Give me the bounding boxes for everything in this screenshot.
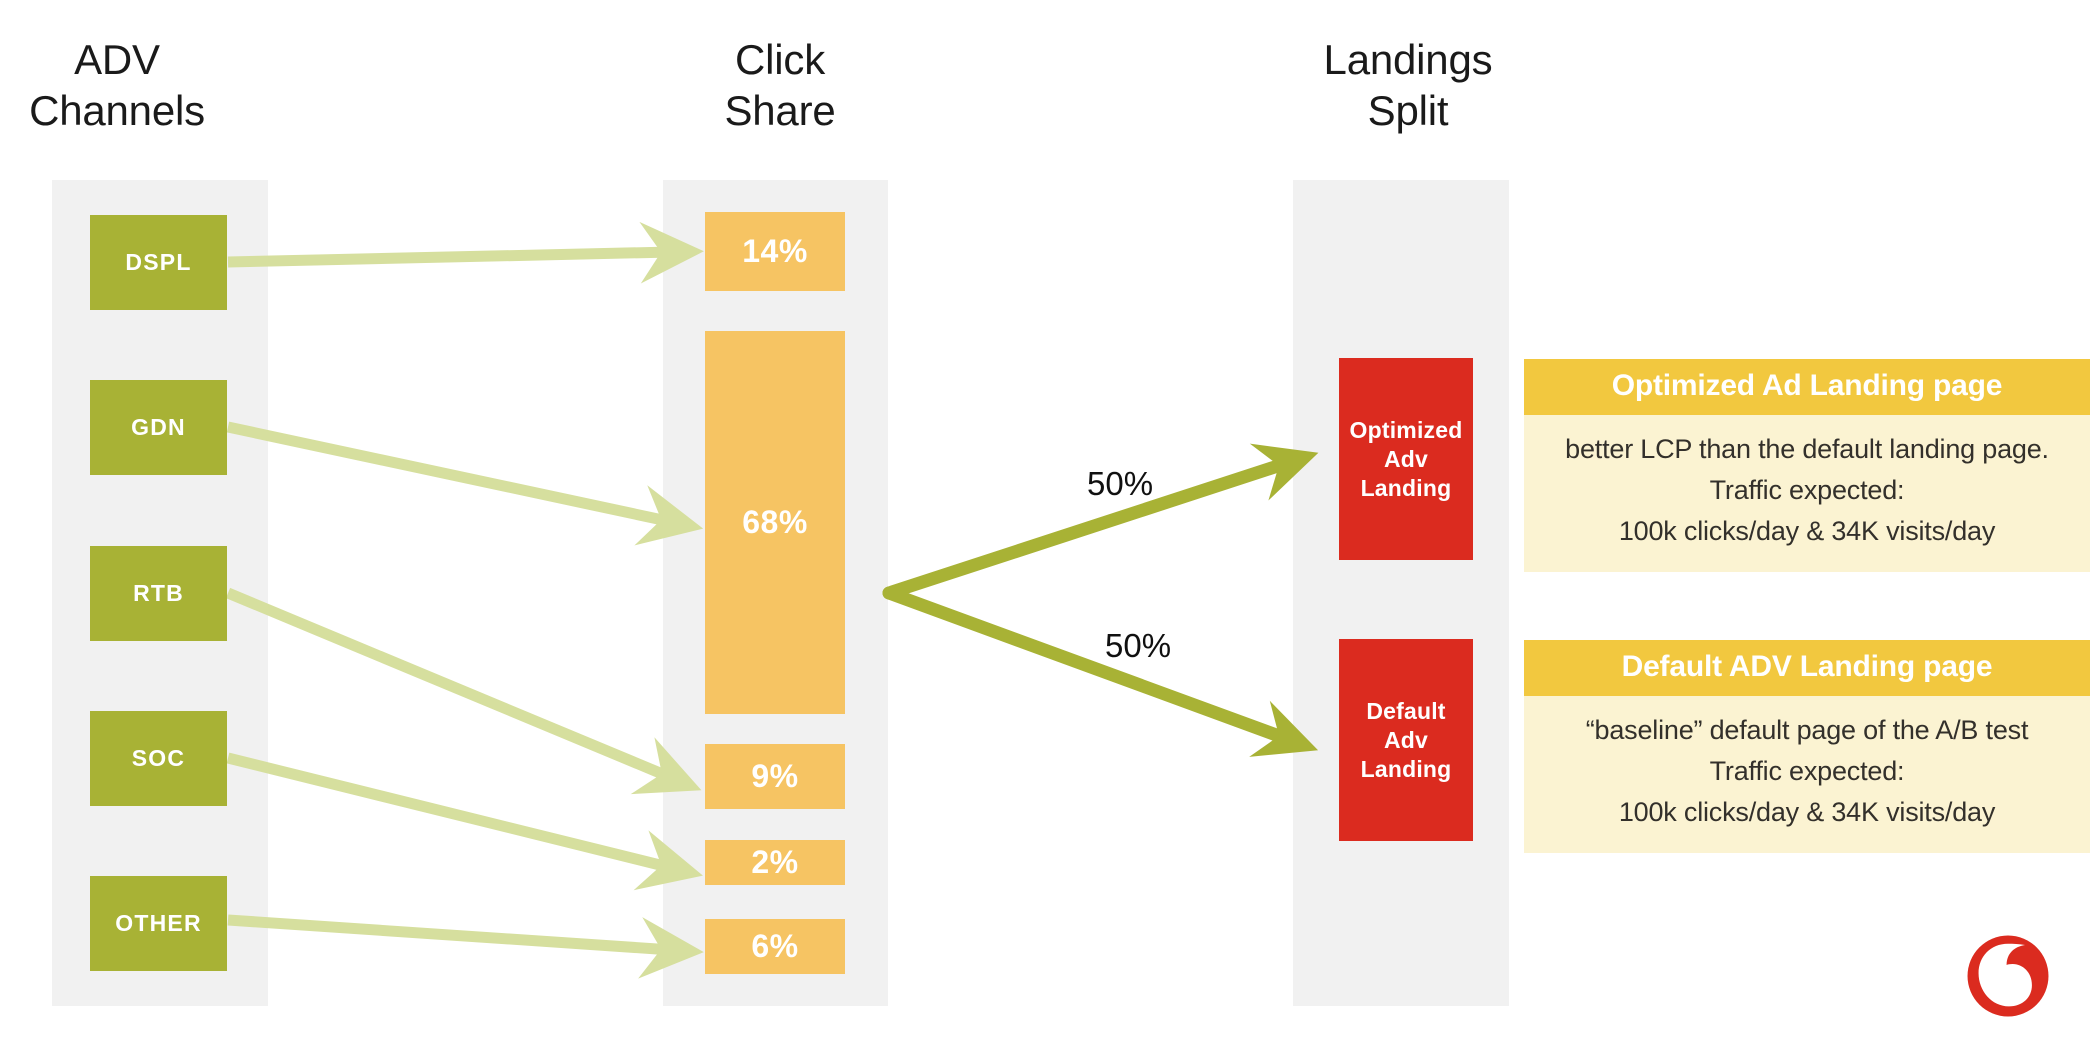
arrow-rtb-to-9	[225, 587, 702, 795]
adv-channel-label: GDN	[131, 414, 186, 440]
split-label-optimized: 50%	[1087, 465, 1154, 502]
info-card-title: Optimized Ad Landing page	[1524, 359, 2090, 415]
click-share-label: 6%	[751, 928, 799, 964]
vodafone-logo	[1962, 930, 2054, 1022]
adv-channel-label: DSPL	[125, 249, 192, 275]
click-share-bar-14[interactable]: 14%	[705, 212, 845, 291]
arrow-gdn-to-68	[226, 421, 704, 546]
adv-channel-label: RTB	[133, 580, 184, 606]
adv-channel-box-other[interactable]: OTHER	[90, 876, 227, 971]
arrow-split-to-default	[882, 586, 1319, 757]
landing-box-label: Default Adv Landing	[1360, 697, 1452, 782]
click-share-label: 2%	[751, 844, 799, 880]
landing-box-optimized[interactable]: Optimized Adv Landing	[1339, 358, 1473, 560]
split-label-default: 50%	[1105, 627, 1172, 664]
click-share-bar-68[interactable]: 68%	[705, 331, 845, 714]
info-card-title: Default ADV Landing page	[1524, 640, 2090, 696]
arrow-soc-to-2	[226, 752, 703, 891]
click-share-label: 14%	[742, 233, 808, 269]
info-card-default: Default ADV Landing page “baseline” defa…	[1524, 640, 2090, 853]
info-card-optimized: Optimized Ad Landing page better LCP tha…	[1524, 359, 2090, 572]
landing-box-default[interactable]: Default Adv Landing	[1339, 639, 1473, 841]
click-share-bar-6[interactable]: 6%	[705, 919, 845, 974]
click-share-label: 68%	[742, 504, 808, 540]
column-title-click-share: Click Share	[724, 36, 836, 134]
click-share-bar-9[interactable]: 9%	[705, 744, 845, 809]
arrow-other-to-6	[227, 914, 704, 979]
column-title-landings-split: Landings Split	[1323, 36, 1493, 134]
info-card-body: better LCP than the default landing page…	[1524, 415, 2090, 572]
click-share-bar-2[interactable]: 2%	[705, 840, 845, 885]
adv-channel-box-rtb[interactable]: RTB	[90, 546, 227, 641]
arrow-dspl-to-14	[227, 221, 704, 284]
info-card-body: “baseline” default page of the A/B test …	[1524, 696, 2090, 853]
adv-channel-box-soc[interactable]: SOC	[90, 711, 227, 806]
click-share-label: 9%	[751, 758, 799, 794]
adv-channel-box-dspl[interactable]: DSPL	[90, 215, 227, 310]
adv-channel-box-gdn[interactable]: GDN	[90, 380, 227, 475]
adv-channel-label: OTHER	[115, 910, 202, 936]
column-title-adv-channels: ADV Channels	[29, 36, 205, 134]
adv-channel-label: SOC	[131, 745, 186, 771]
landing-box-label: Optimized Adv Landing	[1349, 416, 1463, 501]
vodafone-logo-icon	[1967, 935, 2049, 1017]
column-background-landings-split	[1293, 180, 1509, 1006]
